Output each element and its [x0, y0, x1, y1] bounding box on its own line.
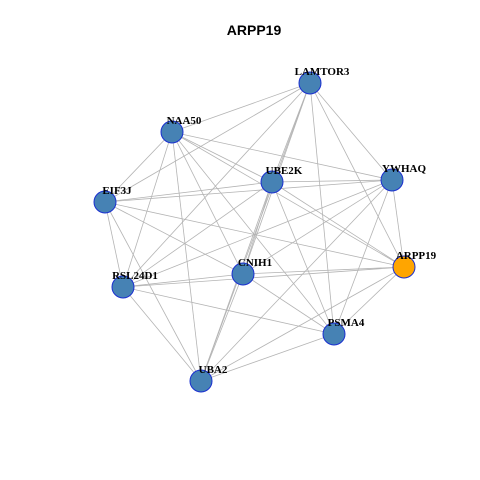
- edge-lamtor3-psma4: [309, 82, 335, 335]
- node-label-uba2: UBA2: [199, 364, 228, 376]
- edge-psma4-uba2: [200, 333, 335, 382]
- edge-naa50-arpp19: [171, 131, 405, 268]
- edge-ywhaq-cnih1: [242, 179, 393, 275]
- edge-lamtor3-arpp19: [309, 82, 405, 268]
- node-circle-naa50: [160, 120, 184, 144]
- node-label-ywhaq: YWHAQ: [382, 163, 426, 175]
- edge-ywhaq-arpp19: [391, 179, 405, 268]
- node-circle-arpp19: [392, 255, 416, 279]
- node-label-rsl24d1: RSL24D1: [112, 270, 158, 282]
- diagram-title: ARPP19: [227, 22, 282, 38]
- node-label-lamtor3: LAMTOR3: [295, 66, 350, 78]
- node-circle-eif3j: [93, 190, 117, 214]
- edge-layer: [104, 82, 405, 382]
- edge-naa50-eif3j: [104, 131, 173, 203]
- node-uba2: UBA2: [189, 364, 228, 393]
- edge-ywhaq-uba2: [200, 179, 393, 382]
- edge-cnih1-psma4: [242, 273, 335, 335]
- node-arpp19: ARPP19: [392, 250, 437, 279]
- edge-eif3j-rsl24d1: [104, 201, 124, 288]
- edge-naa50-uba2: [171, 131, 202, 382]
- node-circle-ywhaq: [380, 168, 404, 192]
- edge-ywhaq-psma4: [333, 179, 393, 335]
- edge-ube2k-cnih1: [242, 181, 273, 275]
- node-cnih1: CNIH1: [231, 257, 272, 286]
- edge-arpp19-cnih1: [242, 266, 405, 275]
- edge-naa50-ube2k: [171, 131, 273, 183]
- edge-lamtor3-uba2: [200, 82, 311, 382]
- edge-rsl24d1-uba2: [122, 286, 202, 382]
- node-ube2k: UBE2K: [260, 165, 303, 194]
- node-psma4: PSMA4: [322, 317, 365, 346]
- edge-eif3j-cnih1: [104, 201, 244, 275]
- node-naa50: NAA50: [160, 115, 202, 144]
- node-label-ube2k: UBE2K: [266, 165, 303, 177]
- edge-eif3j-uba2: [104, 201, 202, 382]
- node-label-naa50: NAA50: [167, 115, 202, 127]
- edge-arpp19-uba2: [200, 266, 405, 382]
- node-rsl24d1: RSL24D1: [111, 270, 158, 299]
- node-circle-lamtor3: [298, 71, 322, 95]
- edge-ube2k-psma4: [271, 181, 335, 335]
- edge-lamtor3-eif3j: [104, 82, 311, 203]
- edge-arpp19-rsl24d1: [122, 266, 405, 288]
- edge-ube2k-ywhaq: [271, 179, 393, 183]
- node-lamtor3: LAMTOR3: [295, 66, 350, 95]
- edge-naa50-cnih1: [171, 131, 244, 275]
- edge-naa50-ywhaq: [171, 131, 393, 181]
- edge-ube2k-arpp19: [271, 181, 405, 268]
- edge-naa50-rsl24d1: [122, 131, 173, 288]
- node-circle-ube2k: [260, 170, 284, 194]
- edge-lamtor3-ywhaq: [309, 82, 393, 181]
- node-label-eif3j: EIF3J: [102, 185, 132, 197]
- edge-rsl24d1-psma4: [122, 286, 335, 335]
- edge-eif3j-arpp19: [104, 201, 405, 268]
- edge-lamtor3-rsl24d1: [122, 82, 311, 288]
- node-circle-rsl24d1: [111, 275, 135, 299]
- node-label-cnih1: CNIH1: [238, 257, 272, 269]
- edge-ywhaq-eif3j: [104, 179, 393, 203]
- node-label-arpp19: ARPP19: [396, 250, 437, 262]
- edge-cnih1-uba2: [200, 273, 244, 382]
- edge-lamtor3-naa50: [171, 82, 311, 133]
- edge-ywhaq-rsl24d1: [122, 179, 393, 288]
- edge-cnih1-rsl24d1: [122, 273, 244, 288]
- edge-arpp19-psma4: [333, 266, 405, 335]
- node-ywhaq: YWHAQ: [380, 163, 426, 192]
- edge-naa50-psma4: [171, 131, 335, 335]
- edge-ube2k-rsl24d1: [122, 181, 273, 288]
- edge-ube2k-eif3j: [104, 181, 273, 203]
- node-eif3j: EIF3J: [93, 185, 132, 214]
- node-circle-psma4: [322, 322, 346, 346]
- node-circle-cnih1: [231, 262, 255, 286]
- node-label-psma4: PSMA4: [328, 317, 365, 329]
- node-circle-uba2: [189, 369, 213, 393]
